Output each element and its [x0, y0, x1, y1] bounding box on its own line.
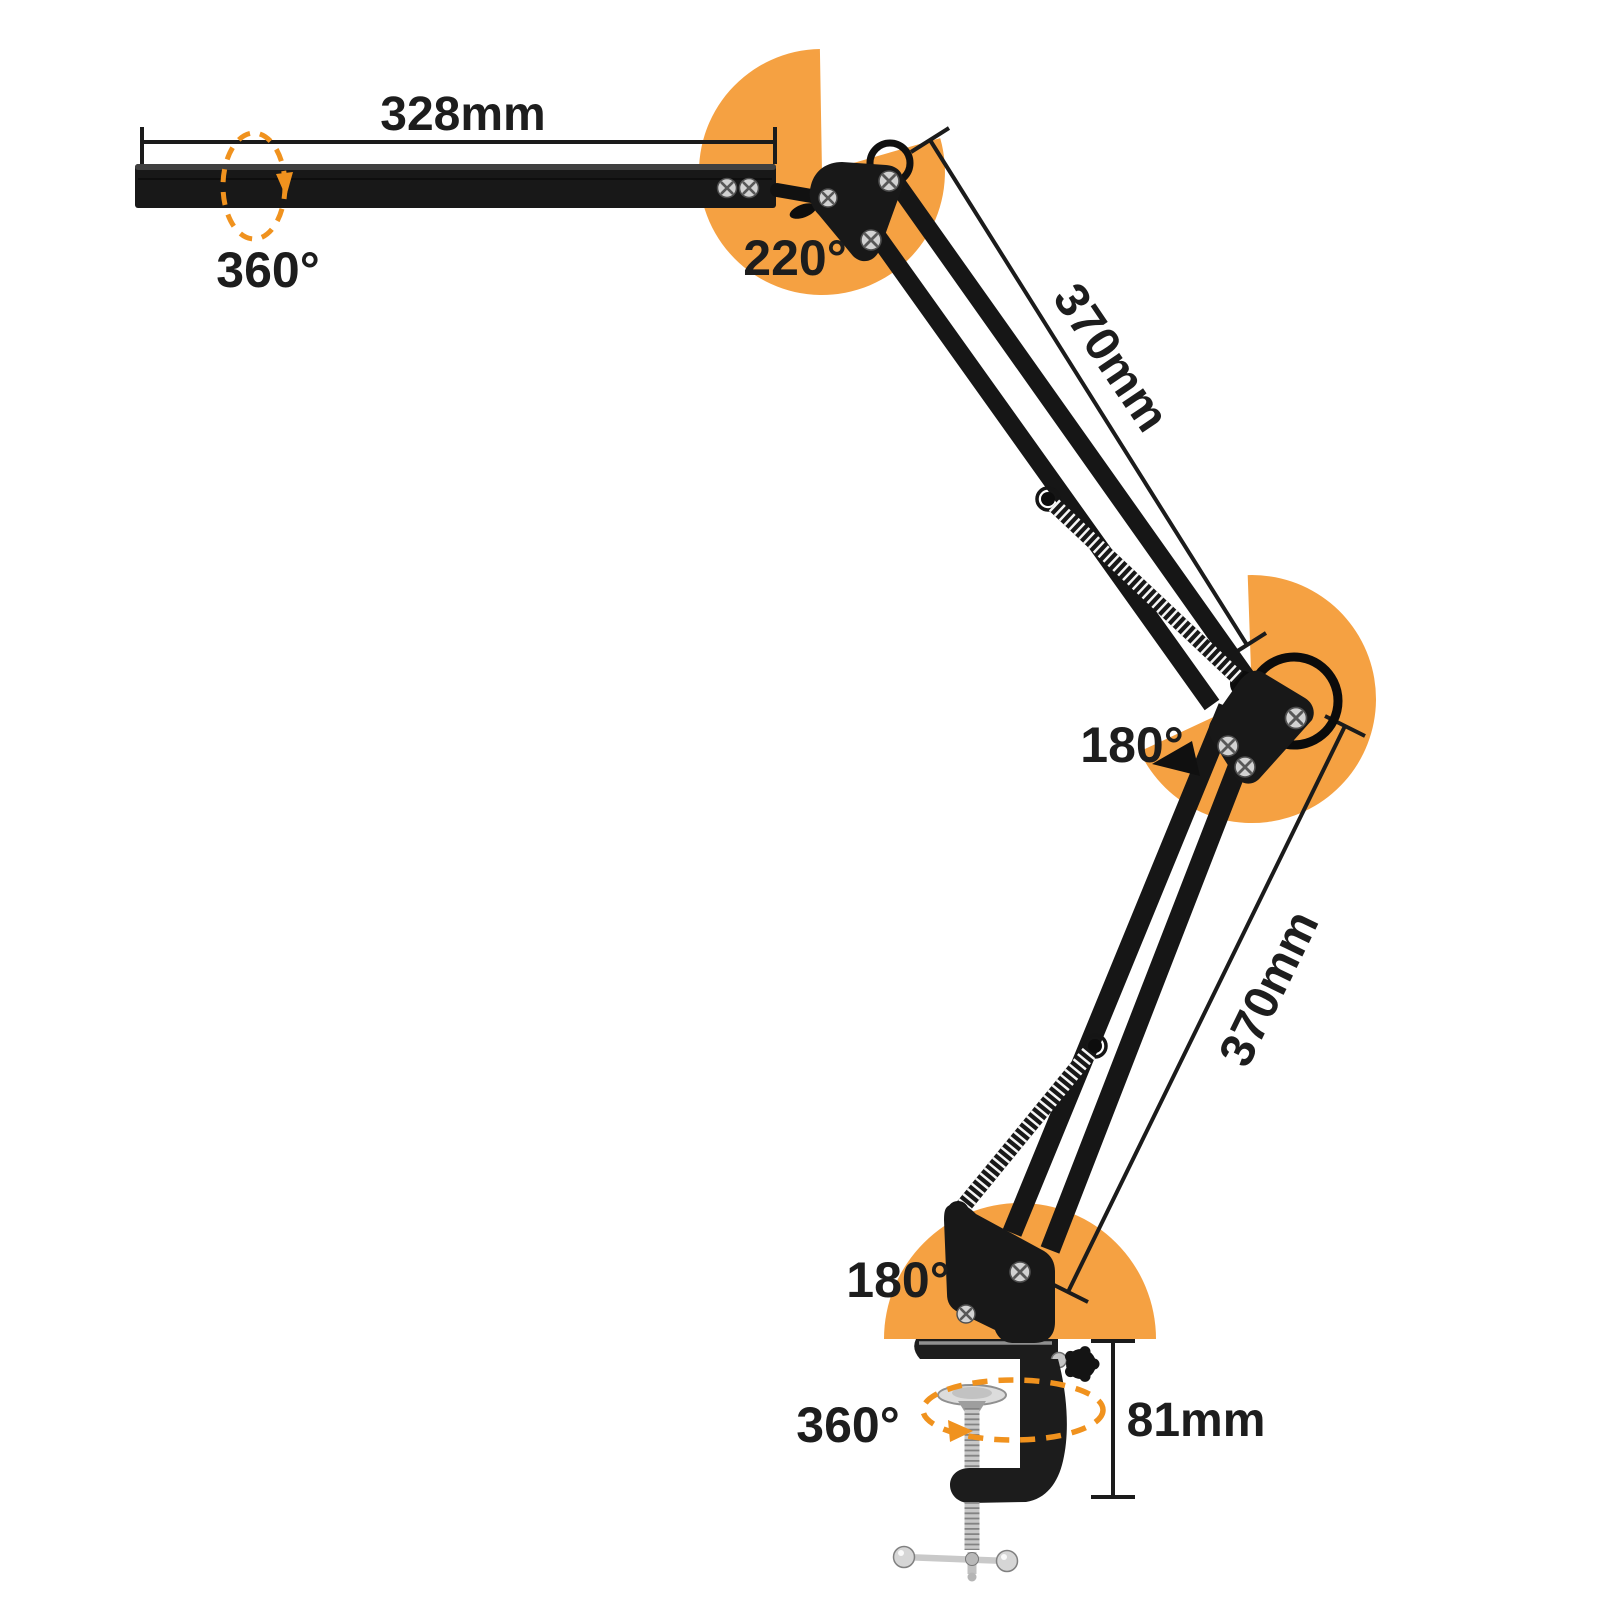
label-middle-joint-angle: 180° [1080, 717, 1183, 773]
lamp-illustration [135, 139, 1343, 1582]
labels: 328mm 360° 220° 370mm 180° 370mm 180° 36… [216, 88, 1329, 1453]
clamp-body [950, 1359, 1067, 1503]
middle-joint-bracket [1152, 670, 1314, 784]
head-swivel-arrowhead [276, 172, 293, 197]
label-base-swivel: 360° [796, 1397, 899, 1453]
lower-arm-bar-front [1002, 703, 1238, 1237]
bottom-bracket-screw-1 [1008, 1260, 1032, 1284]
head-adjust-lever [789, 203, 817, 219]
rotation-indicators [220, 130, 1106, 1443]
lower-arm-bar-back [1040, 726, 1262, 1254]
clamp-screw-assembly [937, 1384, 1007, 1470]
bottom-joint-bracket [944, 1203, 1055, 1343]
label-clamp-height: 81mm [1127, 1394, 1266, 1447]
dimension-328mm-lines [140, 127, 777, 164]
desk-clamp [892, 1339, 1100, 1582]
head-screw-right [738, 177, 760, 199]
clamp-t-handle [892, 1545, 1019, 1582]
dimension-370mm-upper-lines [909, 126, 1268, 659]
label-lower-arm-length: 370mm [1209, 903, 1329, 1075]
label-top-joint-angle: 220° [743, 230, 846, 286]
label-bottom-joint-angle: 180° [846, 1252, 949, 1308]
dimension-81mm-lines [1091, 1339, 1135, 1499]
upper-arm-bar-back [887, 175, 1255, 684]
middle-bracket-screw-3 [1233, 755, 1257, 779]
clamp-side-knob [1065, 1346, 1100, 1382]
top-bracket-screw-3 [859, 228, 883, 252]
middle-bracket-screw-1 [1284, 706, 1308, 730]
top-bracket-screw-1 [877, 169, 901, 193]
base-swivel-indicator [920, 1377, 1106, 1443]
top-bracket-screw-2 [817, 187, 839, 209]
upper-arm-spring [1035, 486, 1244, 684]
lamp-head [135, 164, 833, 219]
head-swivel-indicator [220, 130, 293, 242]
bottom-bracket-screw-2 [955, 1303, 977, 1325]
top-joint-bracket [809, 162, 904, 262]
upper-arm-bar-front [852, 206, 1220, 711]
middle-bracket-screw-2 [1216, 734, 1240, 758]
label-head-swivel: 360° [216, 242, 319, 298]
head-screw-left [716, 177, 738, 199]
middle-joint-lever [1152, 741, 1200, 776]
label-head-length: 328mm [380, 88, 545, 141]
base-swivel-arrowhead [948, 1420, 973, 1442]
